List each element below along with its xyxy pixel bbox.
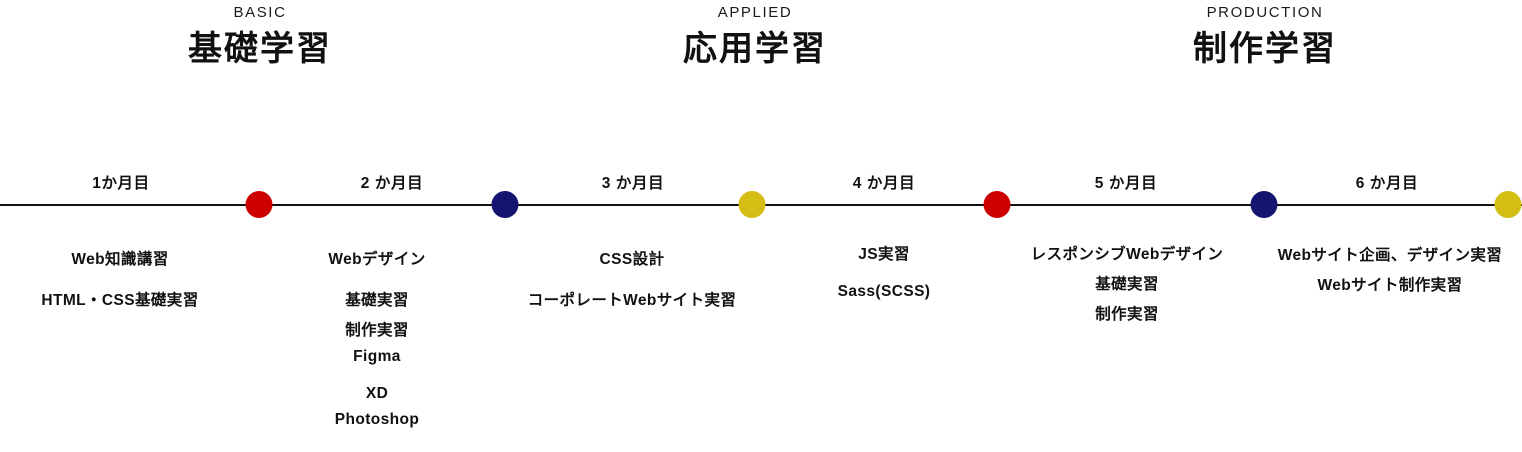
milestone-node-2 [491,191,519,218]
curriculum-item: XD [365,385,389,402]
phase-label-en: PRODUCTION [1206,4,1324,21]
curriculum-item: 基礎実習 [1095,276,1159,293]
curriculum-item: 制作実習 [1095,306,1159,323]
month-content-3: CSS設計コーポレートWebサイト実習 [528,247,737,310]
month-label-1: 1か月目 [92,175,150,192]
curriculum-item: Webサイト企画、デザイン実習 [1277,247,1503,264]
curriculum-item: レスポンシブWebデザイン [1030,246,1224,263]
curriculum-item: CSS設計 [599,251,665,268]
curriculum-item: Web知識講習 [71,251,169,268]
month-content-5: レスポンシブWebデザイン基礎実習制作実習 [1031,242,1224,324]
curriculum-item: Sass(SCSS) [837,283,931,300]
curriculum-item: HTML・CSS基礎実習 [41,292,199,309]
phase-header-3: PRODUCTION 制作学習 [1085,0,1445,72]
month-label-4: 4 か月目 [852,175,916,192]
curriculum-item: Webデザイン [328,251,426,268]
month-content-1: Web知識講習 HTML・CSS基礎実習 [41,247,198,310]
milestone-node-5 [1250,191,1278,218]
curriculum-item: コーポレートWebサイト実習 [527,292,737,309]
milestone-node-1 [245,191,273,218]
curriculum-item: 基礎実習 [345,292,409,309]
curriculum-item: Figma [353,348,401,365]
milestone-node-3 [738,191,766,218]
milestone-node-6 [1494,191,1522,218]
curriculum-item: 制作実習 [345,322,409,339]
month-label-6: 6 か月目 [1355,175,1419,192]
phase-header-1: BASIC 基礎学習 [80,0,440,72]
phase-label-en: APPLIED [717,4,793,21]
month-label-2: 2 か月目 [360,175,424,192]
milestone-node-4 [983,191,1011,218]
month-label-5: 5 か月目 [1094,175,1158,192]
month-label-3: 3 か月目 [601,175,665,192]
phase-title-ja: 制作学習 [1193,30,1337,68]
curriculum-item: Webサイト制作実習 [1317,277,1463,294]
phase-header-2: APPLIED 応用学習 [575,0,935,72]
phase-title-ja: 基礎学習 [188,30,332,68]
phase-label-en: BASIC [233,4,287,21]
curriculum-item: JS実習 [858,246,910,263]
phase-title-ja: 応用学習 [683,30,827,68]
month-content-4: JS実習 Sass(SCSS) [838,242,931,301]
month-content-6: Webサイト企画、デザイン実習 Webサイト制作実習 [1278,243,1502,295]
curriculum-item: Photoshop [334,411,420,428]
